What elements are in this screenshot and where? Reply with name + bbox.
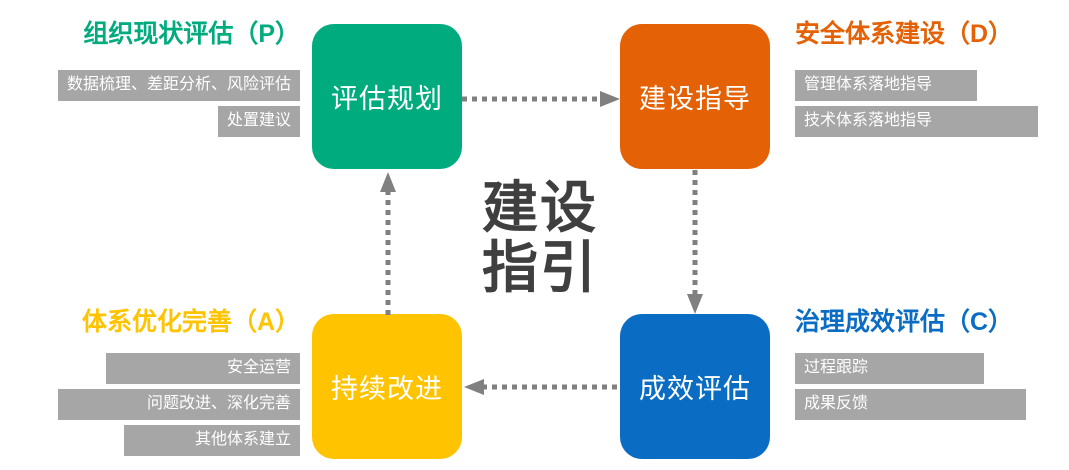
quadrant-title-check: 治理成效评估（C） [795, 308, 1014, 336]
tag-item: 数据梳理、差距分析、风险评估 [57, 70, 300, 101]
tag-item: 管理体系落地指导 [795, 70, 977, 101]
tag-list-plan: 数据梳理、差距分析、风险评估 处置建议 [0, 70, 300, 137]
tag-list-act: 安全运营 问题改进、深化完善 其他体系建立 [0, 353, 300, 456]
tag-item: 处置建议 [217, 106, 300, 137]
node-do[interactable]: 建设指导 [620, 24, 770, 169]
node-do-label: 建设指导 [639, 84, 751, 114]
tag-list-check: 过程跟踪 成果反馈 [795, 353, 1069, 420]
quadrant-title-do: 安全体系建设（D） [795, 20, 1014, 48]
tag-item: 成果反馈 [795, 389, 1026, 420]
tag-list-do: 管理体系落地指导 技术体系落地指导 [795, 70, 1069, 137]
arrow-do-to-check [686, 170, 704, 316]
tag-item: 问题改进、深化完善 [58, 389, 300, 420]
arrow-check-to-act [462, 378, 622, 396]
node-plan-label: 评估规划 [331, 84, 443, 114]
node-check[interactable]: 成效评估 [620, 314, 770, 459]
node-check-label: 成效评估 [639, 374, 751, 404]
node-plan[interactable]: 评估规划 [312, 24, 462, 169]
center-title-line1: 建设 [482, 176, 598, 239]
node-act[interactable]: 持续改进 [312, 314, 462, 459]
arrow-act-to-plan [379, 170, 397, 316]
node-act-label: 持续改进 [331, 374, 443, 404]
tag-item: 其他体系建立 [124, 425, 300, 456]
quadrant-title-act: 体系优化完善（A） [81, 308, 300, 336]
arrow-plan-to-do [462, 90, 622, 108]
center-title-line2: 指引 [482, 235, 598, 299]
tag-item: 安全运营 [106, 353, 300, 384]
quadrant-title-plan: 组织现状评估（P） [83, 20, 300, 48]
tag-item: 技术体系落地指导 [795, 106, 1038, 137]
tag-item: 过程跟踪 [795, 353, 984, 384]
center-title: 建设 指引 [455, 178, 625, 298]
